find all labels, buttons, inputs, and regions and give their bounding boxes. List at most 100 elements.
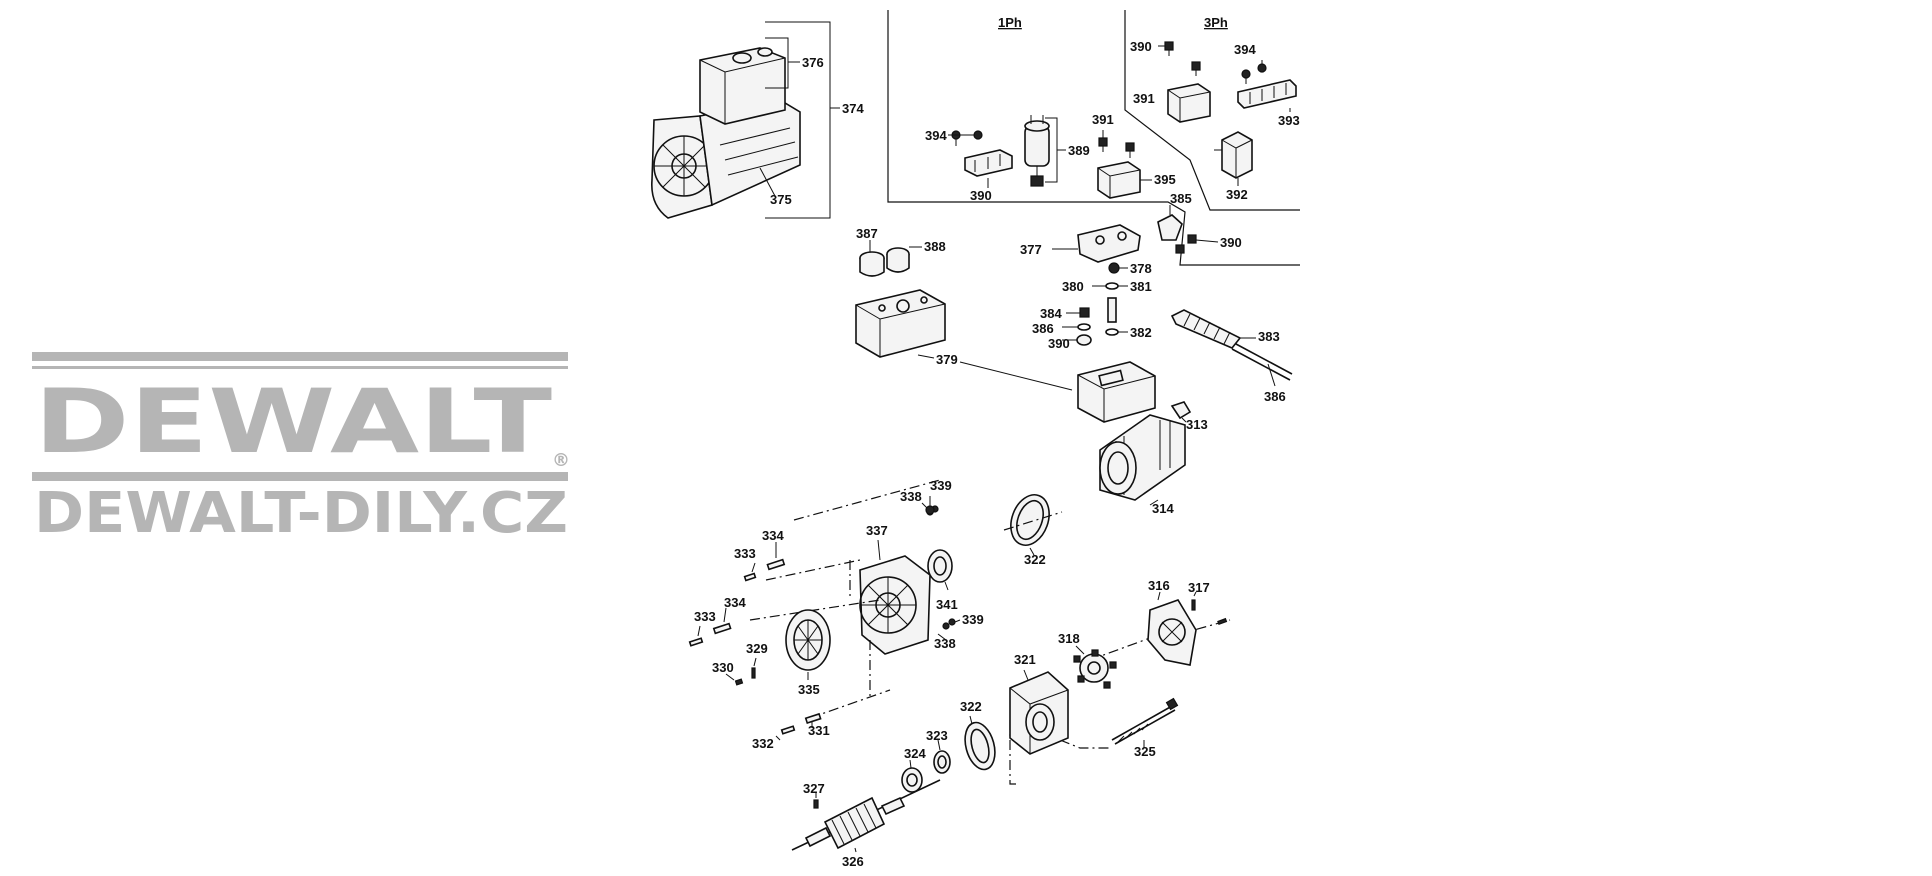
leader-379	[959, 361, 1073, 391]
callout-335: 335	[798, 682, 820, 697]
callout-391b: 391	[1133, 91, 1155, 106]
section-frames: 1Ph 3Ph	[887, 10, 1300, 266]
assembly-line-7	[1009, 720, 1020, 785]
screw-394b	[1241, 60, 1267, 84]
tie-rod-325	[1111, 697, 1179, 748]
callout-394b: 394	[1234, 42, 1256, 57]
stator-housing-314	[1099, 414, 1186, 506]
nut-339a	[925, 496, 935, 515]
callout-333b: 333	[694, 609, 716, 624]
bearing-324	[901, 759, 923, 793]
screw-394a	[948, 130, 983, 146]
screw-329	[751, 657, 757, 679]
single-phase-parts: 394 390 389 391 395	[925, 112, 1176, 203]
dewalt-watermark: DEWALT ® DEWALT-DILY.CZ	[32, 352, 570, 546]
callout-393: 393	[1278, 113, 1300, 128]
callout-390c: 390	[1220, 235, 1242, 250]
screw-390a	[1098, 130, 1135, 158]
callout-392: 392	[1226, 187, 1248, 202]
pin-333a	[743, 562, 757, 582]
callout-390d: 384	[1040, 306, 1062, 321]
watermark-registered-mark: ®	[552, 450, 570, 471]
assembly-line-8	[1059, 739, 1110, 749]
watermark-rule-top	[32, 352, 568, 361]
relay-391a	[1097, 161, 1141, 199]
callout-386b: 382	[1130, 325, 1152, 340]
callout-339a: 339	[930, 478, 952, 493]
watermark-rule-mid	[32, 366, 568, 369]
callout-317: 317	[1188, 580, 1210, 595]
callout-330: 330	[712, 660, 734, 675]
bearing-341	[927, 549, 953, 591]
callout-395: 390	[970, 188, 992, 203]
callout-391a: 395	[1154, 172, 1176, 187]
end-shield-337	[859, 539, 931, 655]
callout-322b: 322	[960, 699, 982, 714]
callout-376: 376	[802, 55, 824, 70]
knob-378	[886, 246, 922, 273]
gasket-322b	[964, 715, 996, 771]
pump-housing-321	[1009, 669, 1069, 755]
screw-332	[775, 725, 796, 741]
pin-331	[804, 712, 822, 728]
assembly-line-3	[749, 599, 881, 621]
callout-388: 386	[1264, 389, 1286, 404]
callout-381: 378	[1130, 261, 1152, 276]
terminal-strip-393	[1237, 79, 1297, 109]
part-385	[1157, 214, 1183, 241]
screw-390c	[1175, 234, 1219, 254]
assembly-line-2	[765, 559, 861, 581]
callout-334b: 334	[724, 595, 746, 610]
callout-382: 386	[1032, 321, 1054, 336]
switch-box-379	[855, 289, 946, 359]
impeller-318	[1073, 645, 1117, 689]
bracket-374	[765, 21, 831, 219]
screw-330	[725, 673, 744, 686]
cable-388-b	[1231, 348, 1291, 381]
cable-gland-387	[1170, 309, 1256, 349]
callout-380: 377	[1020, 242, 1042, 257]
callout-375: 375	[770, 192, 792, 207]
gasket-322a	[1003, 494, 1063, 556]
assembly-line-6	[809, 689, 891, 719]
callout-385: 385	[1170, 191, 1192, 206]
motor-terminal-box	[699, 47, 786, 125]
motor-assembly-374: 376 374 375	[651, 21, 864, 219]
switch-box-379-b	[1077, 361, 1156, 423]
rotor-shaft-326	[791, 779, 941, 853]
cable-388	[1235, 343, 1293, 375]
callout-334a: 334	[762, 528, 784, 543]
header-3ph: 3Ph	[1204, 15, 1228, 30]
bracket-389	[1045, 117, 1066, 183]
callout-386a: 381	[1130, 279, 1152, 294]
callout-313: 313	[1186, 417, 1208, 432]
callout-321: 321	[1014, 652, 1036, 667]
cover-316	[1147, 591, 1197, 666]
pin-333b	[688, 625, 704, 647]
callout-374: 374	[842, 101, 864, 116]
callout-389: 389	[1068, 143, 1090, 158]
capacitor-389	[1024, 115, 1050, 187]
callout-323: 323	[926, 728, 948, 743]
seal-323	[933, 739, 951, 774]
callout-341: 341	[936, 597, 958, 612]
callout-390b: 390	[1130, 39, 1152, 54]
callout-338b: 338	[934, 636, 956, 651]
screw-317	[1191, 591, 1197, 611]
pin-334b	[712, 607, 732, 635]
switch-392	[1221, 131, 1253, 179]
callout-322a: 322	[1024, 552, 1046, 567]
callout-337: 337	[866, 523, 888, 538]
callout-383: 390	[1048, 336, 1070, 351]
watermark-brand: DEWALT	[34, 370, 552, 473]
pin-334a	[766, 542, 786, 571]
callout-332: 332	[752, 736, 774, 751]
callout-384: 380	[1062, 279, 1084, 294]
screw-317b	[1217, 617, 1228, 626]
stack-390	[1062, 307, 1092, 346]
callout-338a: 338	[900, 489, 922, 504]
screw-338b	[937, 618, 961, 641]
callout-327: 327	[803, 781, 825, 796]
callout-379: 379	[936, 352, 958, 367]
